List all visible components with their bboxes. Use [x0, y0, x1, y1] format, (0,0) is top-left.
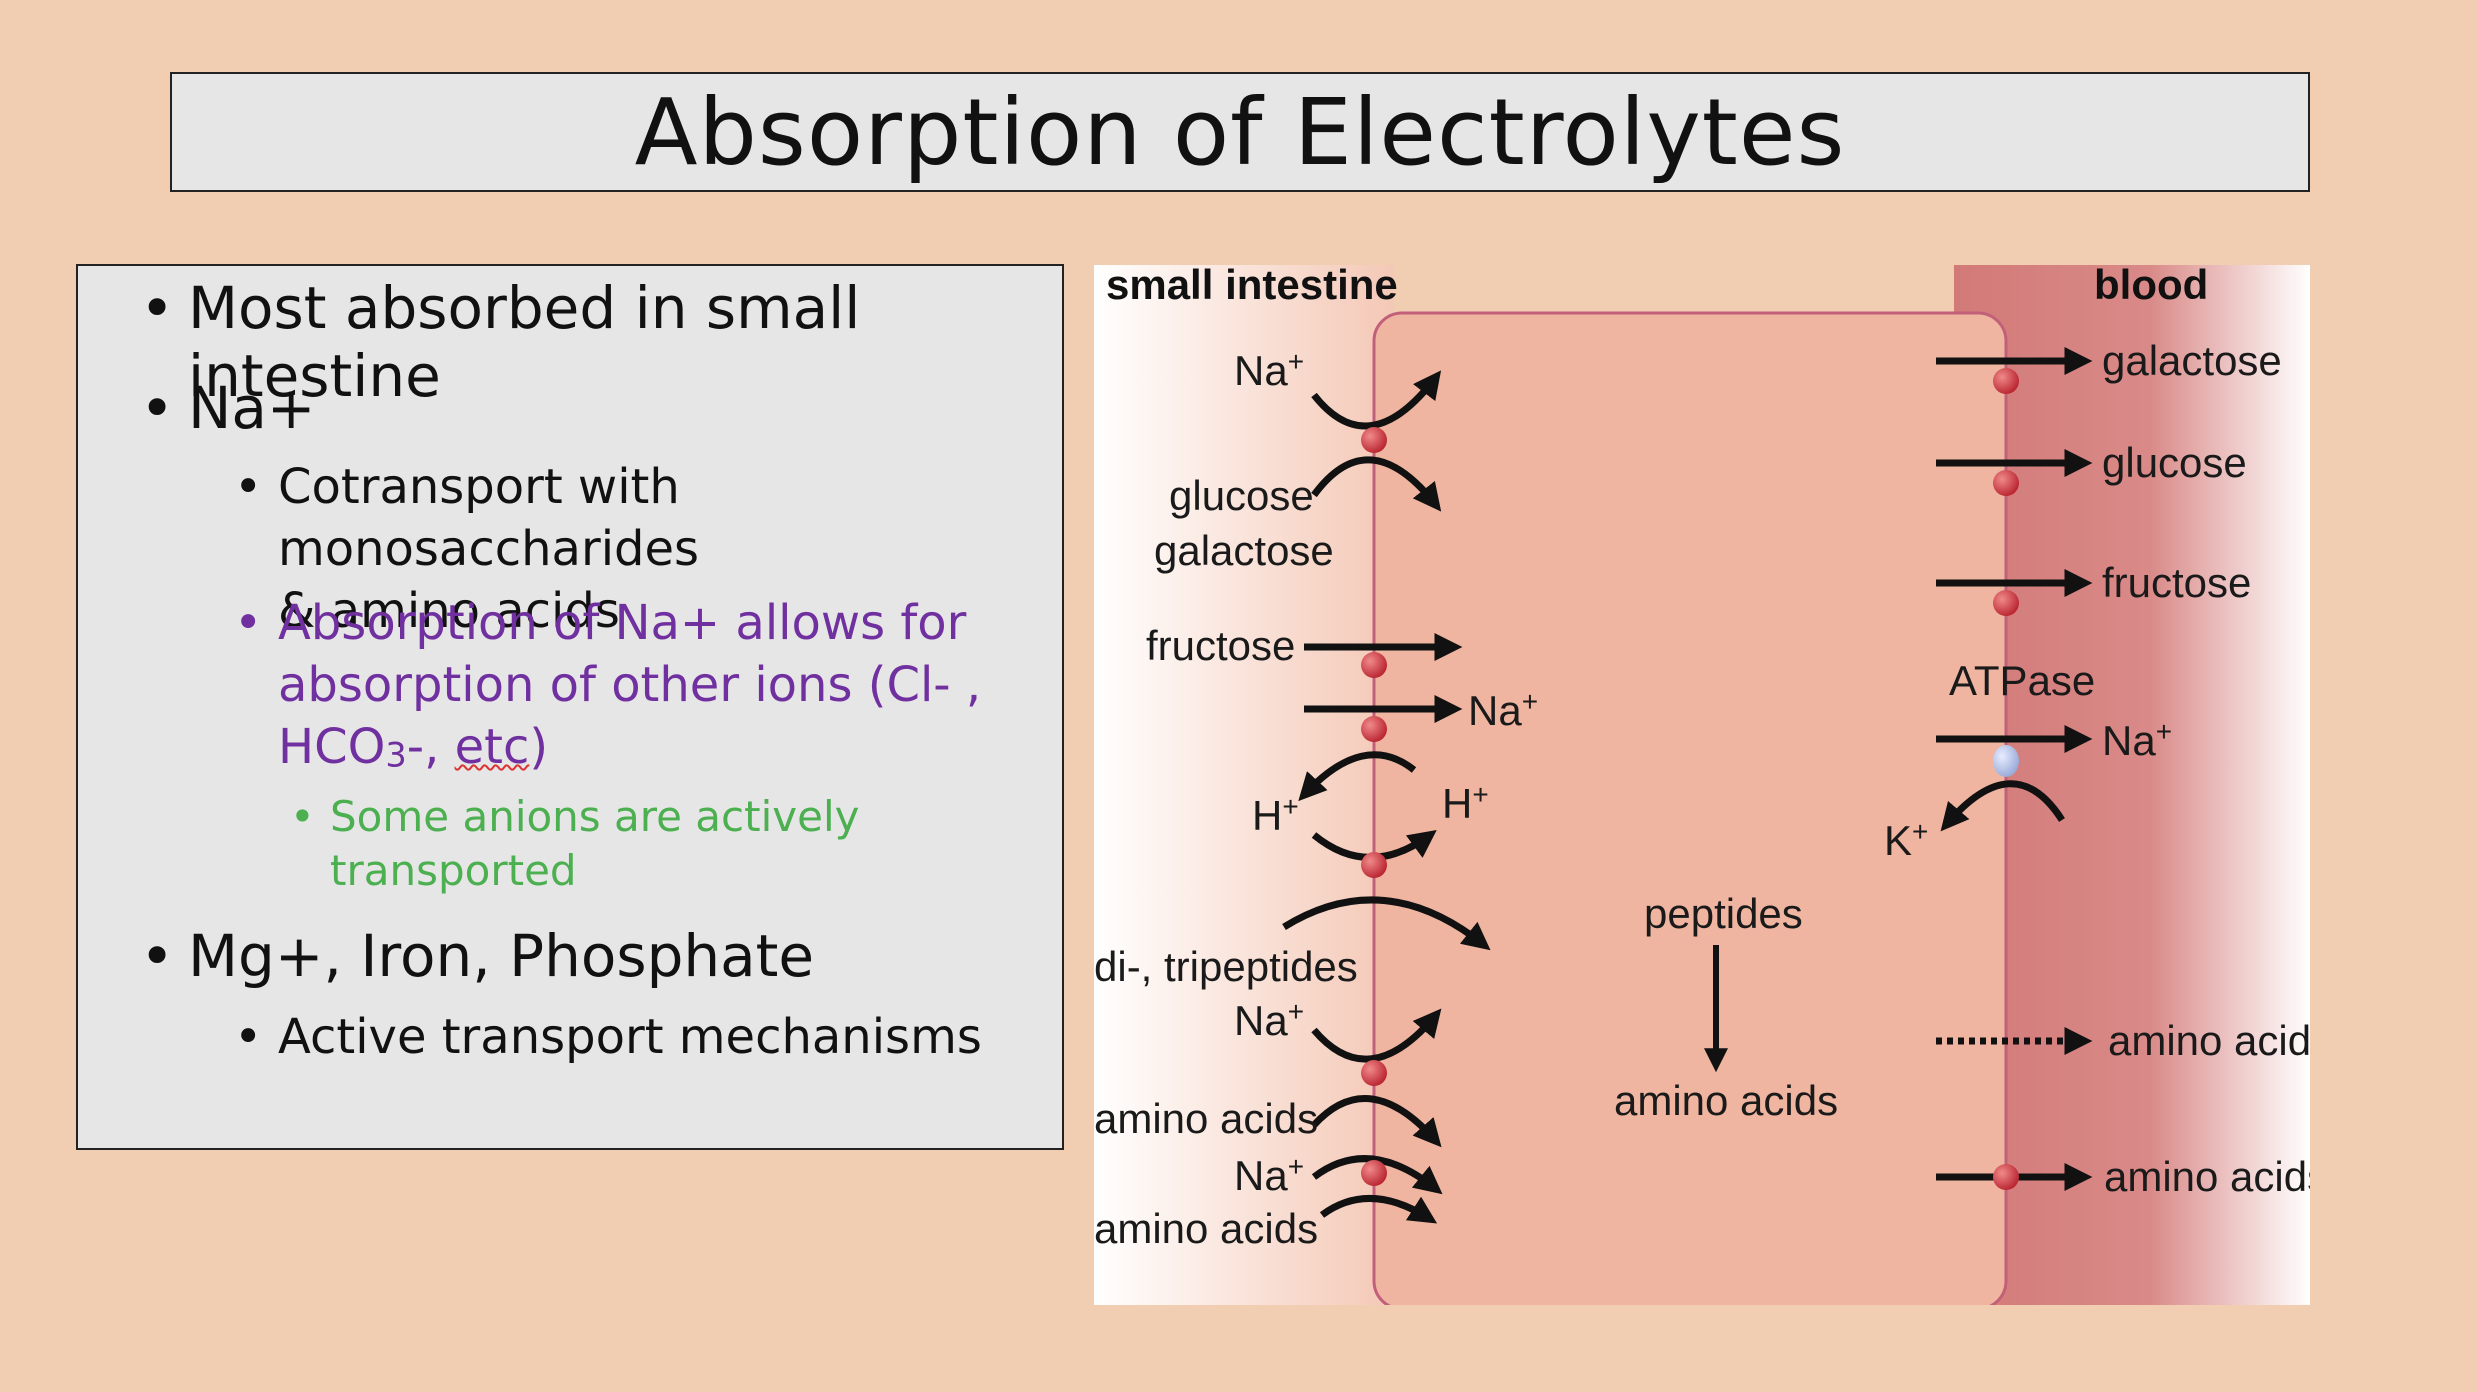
atpase-label: ATPase — [1949, 657, 2095, 704]
bullet-dot: • — [140, 374, 175, 442]
glut2-carrier-galactose — [1993, 368, 2019, 394]
h-out-arrow — [1298, 751, 1417, 802]
aa-arrow — [1311, 1095, 1442, 1148]
peptides-label: peptides — [1644, 890, 1803, 937]
galactose-label-right: galactose — [2102, 337, 2282, 384]
bullet-absorption-other-ions: • Absorption of Na+ allows for absorptio… — [234, 592, 981, 786]
atpase-pump — [1993, 745, 2019, 777]
h-label-right: H+ — [1442, 779, 1489, 827]
aa2-arrow — [1319, 1195, 1438, 1224]
na-label: Na+ — [1468, 686, 1538, 734]
bullet-dot: • — [140, 274, 175, 342]
epithelial-cell — [1372, 311, 2008, 1305]
bullet-anions-active: • Some anions are actively transported — [290, 792, 860, 895]
small-intestine-label: small intestine — [1106, 265, 1398, 308]
glut5-carrier — [1361, 652, 1387, 678]
amino-acids-label-left: amino acids — [1094, 1095, 1318, 1142]
glucose-label-right: glucose — [2102, 439, 2247, 486]
na-label: Na+ — [1234, 996, 1304, 1044]
bullet-dot: • — [234, 1009, 263, 1065]
amino-acids-label-cell: amino acids — [1614, 1077, 1838, 1124]
peptide-arrow — [1282, 896, 1491, 951]
bullet-dot: • — [140, 922, 175, 990]
bullet-small-intestine: • Most absorbed in small intestine — [140, 274, 861, 410]
amino-acids-label-right: amino acids — [2104, 1153, 2310, 1200]
bullet-dot: • — [234, 459, 263, 515]
glucose-arrow — [1311, 456, 1442, 512]
fructose-label-right: fructose — [2102, 559, 2251, 606]
na-label-right: Na+ — [2102, 716, 2172, 764]
bullet-dot: • — [234, 595, 263, 651]
bullet-dot: • — [290, 792, 315, 841]
di-tripeptides-label: di-, tripeptides — [1094, 943, 1358, 990]
na-aa-arrow — [1311, 1008, 1442, 1063]
slide-title: Absorption of Electrolytes — [634, 78, 1846, 186]
blood-label: blood — [2094, 265, 2208, 308]
sglt-carrier — [1361, 427, 1387, 453]
na-arrow — [1311, 370, 1442, 430]
glut2-carrier-fructose — [1993, 590, 2019, 616]
k-label: K+ — [1884, 816, 1928, 864]
bullet-cotransport: • Cotransport with monosaccharides & ami… — [234, 456, 1062, 642]
aa2-carrier — [1361, 1160, 1387, 1186]
bullet-na: • Na+ — [140, 374, 316, 442]
na-aa2-arrow — [1311, 1155, 1443, 1195]
na-channel — [1361, 716, 1387, 742]
aa-carrier — [1361, 1060, 1387, 1086]
glucose-label-left: glucose — [1169, 472, 1314, 519]
nhe-carrier — [1361, 852, 1387, 878]
bullet-active-transport: • Active transport mechanisms — [234, 1006, 982, 1068]
aa-basolateral-carrier — [1993, 1164, 2019, 1190]
title-box: Absorption of Electrolytes — [170, 72, 2310, 192]
fructose-label-left: fructose — [1146, 622, 1295, 669]
na-label: Na+ — [1234, 1151, 1304, 1199]
na-label: Na+ — [1234, 346, 1304, 394]
galactose-label-left: galactose — [1154, 527, 1334, 574]
k-in-arrow — [1940, 780, 2065, 832]
lumen-area — [1094, 265, 1394, 1305]
amino-acids-label-left: amino acids — [1094, 1205, 1318, 1252]
bullet-mg-iron-phosphate: • Mg+, Iron, Phosphate — [140, 922, 815, 990]
h-label-left: H+ — [1252, 791, 1299, 839]
absorption-diagram: small intestine blood Na+ glucose galact… — [1094, 265, 2310, 1305]
glut2-carrier-glucose — [1993, 470, 2019, 496]
amino-acids-label-right: amino acids — [2108, 1017, 2310, 1064]
bullet-panel: • Most absorbed in small intestine • Na+… — [76, 264, 1064, 1150]
